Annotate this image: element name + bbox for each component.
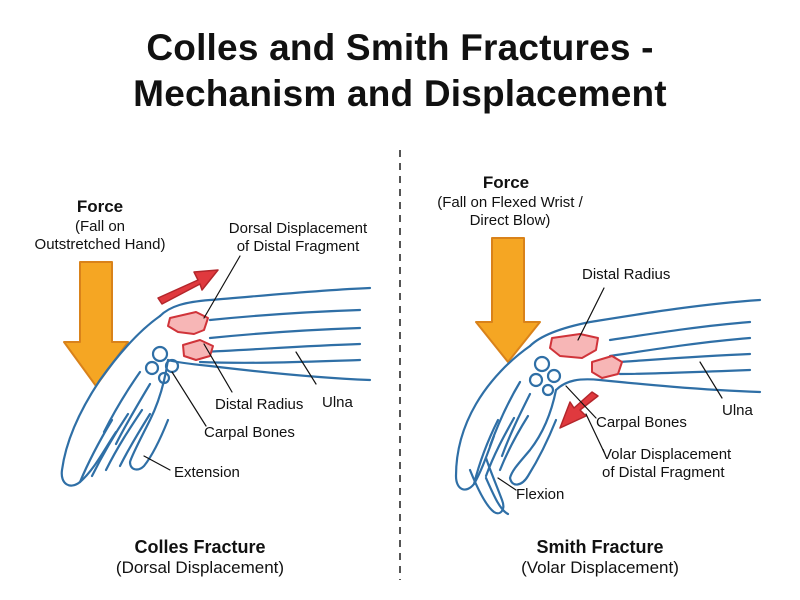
smith-caption-title: Smith Fracture (536, 537, 664, 557)
smith-caption-sub: (Volar Displacement) (521, 558, 679, 577)
colles-caption-title: Colles Fracture (134, 537, 266, 557)
colles-illustration (60, 255, 372, 487)
colles-force-title: Force (76, 197, 124, 216)
smith-volar-label-2: of Distal Fragment (602, 464, 725, 481)
colles-force-sub-1: (Fall on (74, 218, 126, 235)
smith-force-sub-2: Direct Blow) (469, 212, 551, 229)
colles-fracture-site (182, 339, 214, 361)
page-title-line-1: Colles and Smith Fractures - (146, 27, 654, 68)
smith-distal-radius-fragment (549, 333, 599, 359)
smith-leader-lines (497, 287, 723, 491)
colles-dorsal-displacement-arrow (157, 269, 219, 305)
smith-volar-displacement-arrow (559, 391, 599, 429)
smith-hand-outline (454, 344, 562, 516)
smith-illustration (454, 237, 762, 516)
smith-volar-label-1: Volar Displacement (602, 446, 732, 463)
smith-flexion-label: Flexion (516, 486, 565, 503)
smith-distal-radius-label: Distal Radius (582, 266, 671, 283)
colles-leader-lines (143, 255, 317, 471)
colles-ulna-label: Ulna (322, 394, 353, 411)
colles-carpal-bones-label: Carpal Bones (204, 424, 295, 441)
smith-force-arrow (475, 237, 541, 363)
colles-dorsal-label-2: of Distal Fragment (236, 238, 360, 255)
smith-carpal-bones-label: Carpal Bones (596, 414, 687, 431)
colles-hand-outline (60, 314, 180, 487)
colles-distal-radius-label: Distal Radius (215, 396, 304, 413)
smith-ulna-label: Ulna (722, 402, 753, 419)
colles-extension-label: Extension (174, 464, 240, 481)
colles-caption-sub: (Dorsal Displacement) (115, 558, 285, 577)
colles-distal-fragment (167, 311, 209, 335)
colles-forearm-outline (158, 286, 372, 382)
smith-fracture-site (591, 355, 623, 379)
colles-force-arrow (63, 261, 129, 387)
smith-force-sub-1: (Fall on Flexed Wrist / (437, 194, 583, 211)
smith-force-title: Force (482, 173, 530, 192)
page-title-line-2: Mechanism and Displacement (133, 73, 667, 114)
colles-dorsal-label-1: Dorsal Displacement (228, 220, 368, 237)
colles-force-sub-2: Outstretched Hand) (34, 236, 166, 253)
